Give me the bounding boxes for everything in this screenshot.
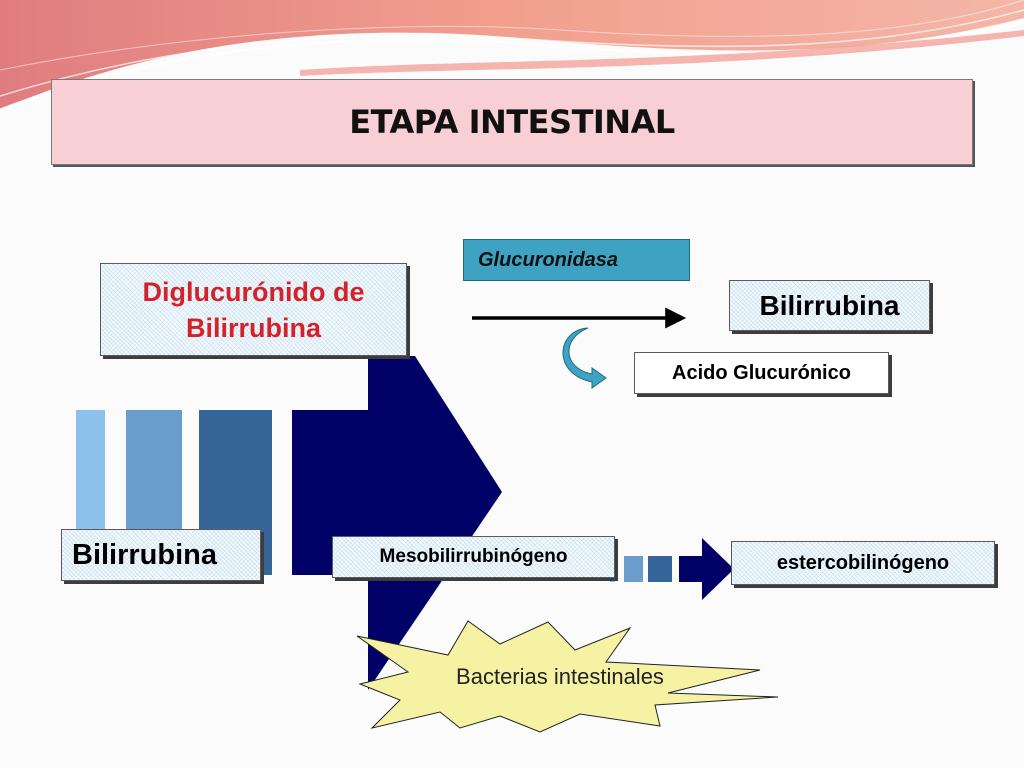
- diglucuronido-line-1: Diglucurónido de: [142, 276, 365, 307]
- small-flow-arrow: [610, 538, 734, 600]
- title-banner: ETAPA INTESTINAL: [51, 79, 973, 165]
- diglucuronido-line-2: Bilirrubina: [185, 312, 321, 343]
- diglucuronido-box: Diglucurónido de Bilirrubina: [100, 263, 407, 356]
- bacteria-starburst: [356, 620, 779, 733]
- page-title: ETAPA INTESTINAL: [349, 103, 675, 141]
- big-flow-arrow: [292, 356, 502, 690]
- header-wave-decoration: [0, 0, 1024, 112]
- bilirrubina-input-box: Bilirrubina: [61, 529, 261, 581]
- curved-arrow-icon: [562, 327, 607, 389]
- glucuronidasa-label: Glucuronidasa: [478, 248, 619, 271]
- mesobilirrubinogeno-label: Mesobilirrubinógeno: [379, 546, 568, 567]
- estercobilinogeno-box: estercobilinógeno: [731, 541, 995, 585]
- acido-glucuronico-label: Acido Glucurónico: [672, 361, 851, 384]
- estercobilinogeno-label: estercobilinógeno: [776, 551, 950, 574]
- glucuronidasa-box: Glucuronidasa: [463, 239, 690, 281]
- bacterias-label: Bacterias intestinales: [456, 664, 664, 689]
- bilirrubina-product-box: Bilirrubina: [729, 280, 930, 331]
- bilirrubina-input-label: Bilirrubina: [72, 538, 218, 571]
- bilirrubina-product-label: Bilirrubina: [759, 289, 900, 321]
- mesobilirrubinogeno-box: Mesobilirrubinógeno: [332, 536, 615, 578]
- acido-glucuronico-box: Acido Glucurónico: [634, 352, 889, 394]
